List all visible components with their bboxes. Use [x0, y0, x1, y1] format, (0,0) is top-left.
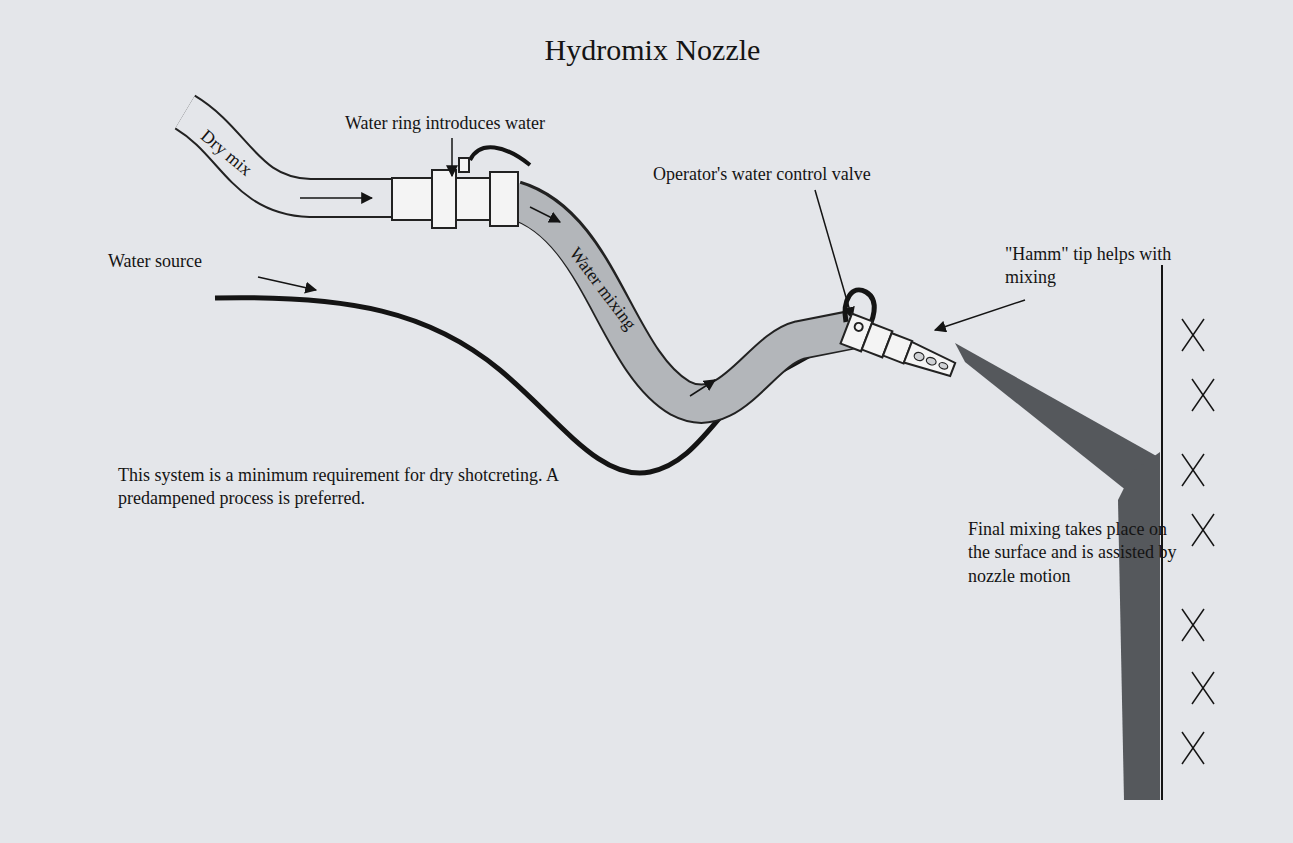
water-line: [470, 147, 530, 165]
flow-arrow: [690, 380, 715, 396]
bolt-stroke: [1192, 379, 1214, 411]
flow-arrow: [300, 197, 372, 199]
bolt-stroke: [1182, 454, 1204, 486]
leader-line: [935, 300, 1025, 330]
bolt-stroke: [1192, 379, 1214, 411]
flow-arrow: [530, 207, 560, 222]
diagram-title: Hydromix Nozzle: [6, 30, 1293, 69]
bolt-stroke: [1192, 514, 1214, 546]
callout-text: Water source: [108, 250, 202, 273]
hose-label: Dry mix: [195, 125, 256, 182]
shotcrete-layer: [1118, 452, 1160, 800]
nozzle: [841, 314, 959, 385]
bolt-stroke: [1192, 672, 1214, 704]
callout-text: Operator's water control valve: [653, 163, 871, 186]
bolt-stroke: [1182, 319, 1204, 351]
spray: [955, 343, 1160, 495]
mixing-hose-inner: [512, 200, 852, 404]
flow-arrow: [258, 277, 316, 290]
bolt-stroke: [1182, 732, 1204, 764]
bolt-stroke: [1182, 732, 1204, 764]
bolt-stroke: [1182, 454, 1204, 486]
water-ring-coupling: [392, 158, 518, 228]
leader-line: [815, 190, 852, 318]
hose-label: Water mixing: [564, 243, 642, 335]
bolt-stroke: [1182, 319, 1204, 351]
callout-text: Final mixing takes place on the surface …: [968, 518, 1183, 588]
bolt-stroke: [1192, 514, 1214, 546]
callout-text: Water ring introduces water: [345, 112, 545, 135]
bolt-stroke: [1182, 609, 1204, 641]
bolt-stroke: [1192, 672, 1214, 704]
rock-bolts: [1182, 319, 1214, 764]
note-text: This system is a minimum requirement for…: [118, 464, 588, 511]
leader-line: [451, 138, 453, 176]
callout-text: "Hamm" tip helps with mixing: [1005, 243, 1205, 290]
bolt-stroke: [1182, 609, 1204, 641]
